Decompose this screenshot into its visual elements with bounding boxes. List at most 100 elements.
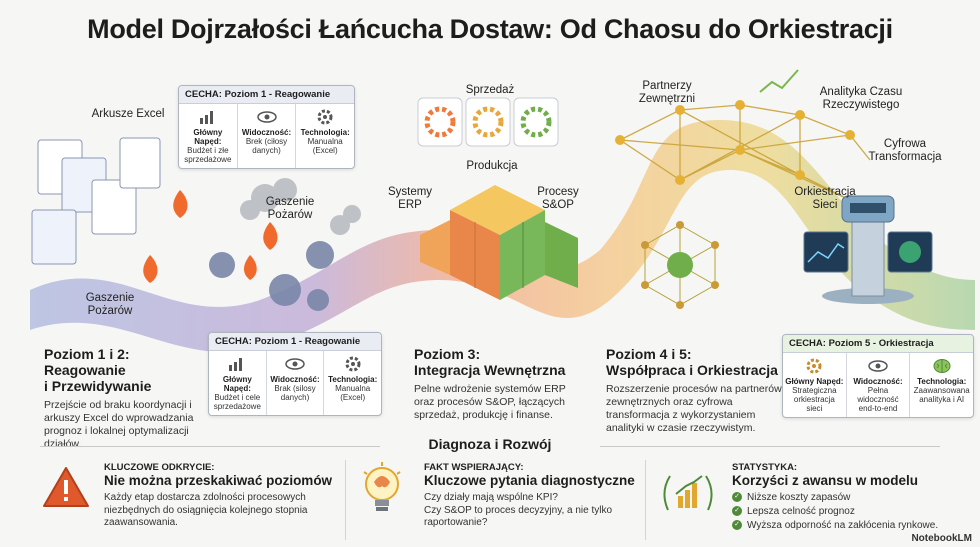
list-item-text: Niższe koszty zapasów <box>747 492 851 503</box>
label-partners: Partnerzy Zewnętrzni <box>638 80 696 105</box>
list-item-text: Lepsza celność prognoz <box>747 506 855 517</box>
gear-icon <box>326 353 379 375</box>
callout-value: Zaawansowana analityka i AI <box>913 386 970 404</box>
label-orchestration: Orkiestracja Sieci <box>794 186 856 211</box>
panel-supporting-fact: FAKT WSPIERAJĄCY: Kluczowe pytania diagn… <box>424 462 654 530</box>
divider-right <box>600 446 940 447</box>
callout-col-tech: Technologia: Manualna (Excel) <box>324 351 381 415</box>
brain-icon <box>912 355 971 377</box>
panel-separator <box>645 460 646 540</box>
section-level4-5: Poziom 4 i 5: Współpraca i Orkiestracja … <box>606 346 786 435</box>
callout-value: Brak (silosy danych) <box>274 384 316 402</box>
list-item: ✓ Wyższa odporność na zakłócenia rynkowe. <box>732 519 972 533</box>
callout-col-visibility: Widoczność: Pełna widoczność end-to-end <box>847 353 911 417</box>
section-title: Poziom 4 i 5: Współpraca i Orkiestracja <box>606 346 778 378</box>
eye-icon <box>269 353 322 375</box>
callout-header: CECHA: Poziom 1 - Reagowanie <box>209 333 381 351</box>
bar-chart-icon <box>181 106 235 128</box>
callout-level1-bottom: CECHA: Poziom 1 - Reagowanie Główny Napę… <box>208 332 382 416</box>
section-text: Rozszerzenie procesów na partnerów zewnę… <box>606 383 782 434</box>
section-text: Przejście od braku koordynacji i arkuszy… <box>44 399 194 450</box>
integration-cube <box>420 185 578 300</box>
callout-level5: CECHA: Poziom 5 - Orkiestracja Główny Na… <box>782 334 974 418</box>
section-level1-2: Poziom 1 i 2: Reagowanie i Przewidywanie… <box>44 346 214 451</box>
process-gears <box>417 97 559 147</box>
laurel-chart-icon <box>658 470 718 519</box>
excel-sheets <box>31 137 161 265</box>
panel-kicker: FAKT WSPIERAJĄCY: <box>424 462 524 473</box>
panel-text: Czy działy mają wspólne KPI? Czy S&OP to… <box>424 492 613 528</box>
diagnosis-title: Diagnoza i Rozwój <box>0 436 980 452</box>
section-text: Pelne wdrożenie systemów ERP oraz proces… <box>414 383 566 421</box>
divider-left <box>40 446 380 447</box>
label-sop: Procesy S&OP <box>537 186 579 211</box>
callout-value: Budżet i cele sprzedażowe <box>213 393 261 411</box>
panel-kicker: KLUCZOWE ODKRYCIE: <box>104 462 215 473</box>
callout-value: Manualna (Excel) <box>307 137 343 155</box>
label-sales: Sprzedaż <box>465 84 515 96</box>
section-title: Poziom 1 i 2: Reagowanie i Przewidywanie <box>44 346 152 394</box>
callout-label: Technologia: <box>300 128 350 137</box>
globe-node <box>667 252 693 278</box>
eye-icon <box>849 355 908 377</box>
panel-heading: Korzyści z awansu w modelu <box>732 473 919 488</box>
check-icon: ✓ <box>732 492 742 503</box>
label-fire-mid: Gaszenie Pożarów <box>265 196 315 221</box>
callout-label: Technologia: <box>917 377 967 386</box>
control-tower <box>803 195 933 304</box>
callout-col-visibility: Widoczność: Brek (ciłosy danych) <box>238 104 297 168</box>
diagnosis-title-text: Diagnoza i Rozwój <box>416 436 564 452</box>
callout-col-tech: Technologia: Zaawansowana analityka i AI <box>910 353 973 417</box>
section-level3: Poziom 3: Integracja Wewnętrzna Pelne wd… <box>414 346 594 422</box>
smoke-clouds <box>240 178 361 235</box>
label-excel: Arkusze Excel <box>91 108 165 120</box>
check-icon: ✓ <box>732 520 742 531</box>
callout-col-drive: Główny Napęd: Strategiczna orkiestracja … <box>783 353 847 417</box>
warning-icon <box>42 466 90 513</box>
list-item: ✓Lepsza celność prognoz <box>732 505 972 519</box>
callout-col-drive: Główny Napęd: Budżet i cele sprzedażowe <box>209 351 267 415</box>
list-item-text: Wyższa odporność na zakłócenia rynkowe. <box>747 520 939 531</box>
callout-col-visibility: Widoczność: Brak (silosy danych) <box>267 351 325 415</box>
callout-label: Widoczność: <box>853 377 903 386</box>
list-item: ✓ Niższe koszty zapasów <box>732 491 972 505</box>
callout-col-tech: Technologia: Manualna (Excel) <box>296 104 354 168</box>
callout-value: Strategiczna orkiestracja sieci <box>792 386 837 413</box>
panel-statistics: STATYSTYKA: Korzyści z awansu w modelu ✓… <box>732 462 972 533</box>
label-production: Produkcja <box>466 160 518 172</box>
section-title: Poziom 3: Integracja Wewnętrzna <box>414 346 566 378</box>
gear-cluster <box>209 241 334 311</box>
callout-level1-top: CECHA: Poziom 1 - Reagowanie Główny Napę… <box>178 85 355 169</box>
panel-heading: Nie można przeskakiwać poziomów <box>104 473 333 488</box>
analytics-chart-icon <box>759 69 799 93</box>
callout-label: Główny Napęd: <box>193 128 223 146</box>
panel-text: Każdy etap dostarcza zdolności procesowy… <box>104 492 308 528</box>
lightbulb-icon <box>360 462 404 529</box>
callout-label: Główny Napęd: <box>222 375 252 393</box>
page-title: Model Dojrzałości Łańcucha Dostaw: Od Ch… <box>87 14 893 44</box>
callout-value: Budżet i złe sprzedażowe <box>184 146 232 164</box>
callout-value: Pełna widoczność end-to-end <box>857 386 899 413</box>
callout-value: Manualna (Excel) <box>335 384 371 402</box>
gear-icon <box>298 106 352 128</box>
callout-header: CECHA: Poziom 5 - Orkiestracja <box>783 335 973 353</box>
callout-label: Główny Napęd: <box>785 377 844 386</box>
panel-key-finding: KLUCZOWE ODKRYCIE: Nie można przeskakiwa… <box>104 462 334 530</box>
eye-icon <box>240 106 294 128</box>
fire-icons <box>143 190 278 283</box>
label-analytics: Analityka Czasu Rzeczywistego <box>819 86 903 111</box>
panel-separator <box>345 460 346 540</box>
bar-chart-icon <box>211 353 264 375</box>
panel-heading: Kluczowe pytania diagnostyczne <box>424 473 635 488</box>
callout-header: CECHA: Poziom 1 - Reagowanie <box>179 86 354 104</box>
callout-label: Technologia: <box>328 375 378 384</box>
brand-watermark: NotebookLM <box>911 533 972 544</box>
label-erp: Systemy ERP <box>387 186 433 211</box>
callout-col-drive: Główny Napęd: Budżet i złe sprzedażowe <box>179 104 238 168</box>
callout-label: Widoczność: <box>270 375 320 384</box>
callout-value: Brek (ciłosy danych) <box>245 137 288 155</box>
panel-kicker: STATYSTYKA: <box>732 462 798 473</box>
gear-icon <box>785 355 844 377</box>
callout-label: Widoczność: <box>241 128 292 137</box>
